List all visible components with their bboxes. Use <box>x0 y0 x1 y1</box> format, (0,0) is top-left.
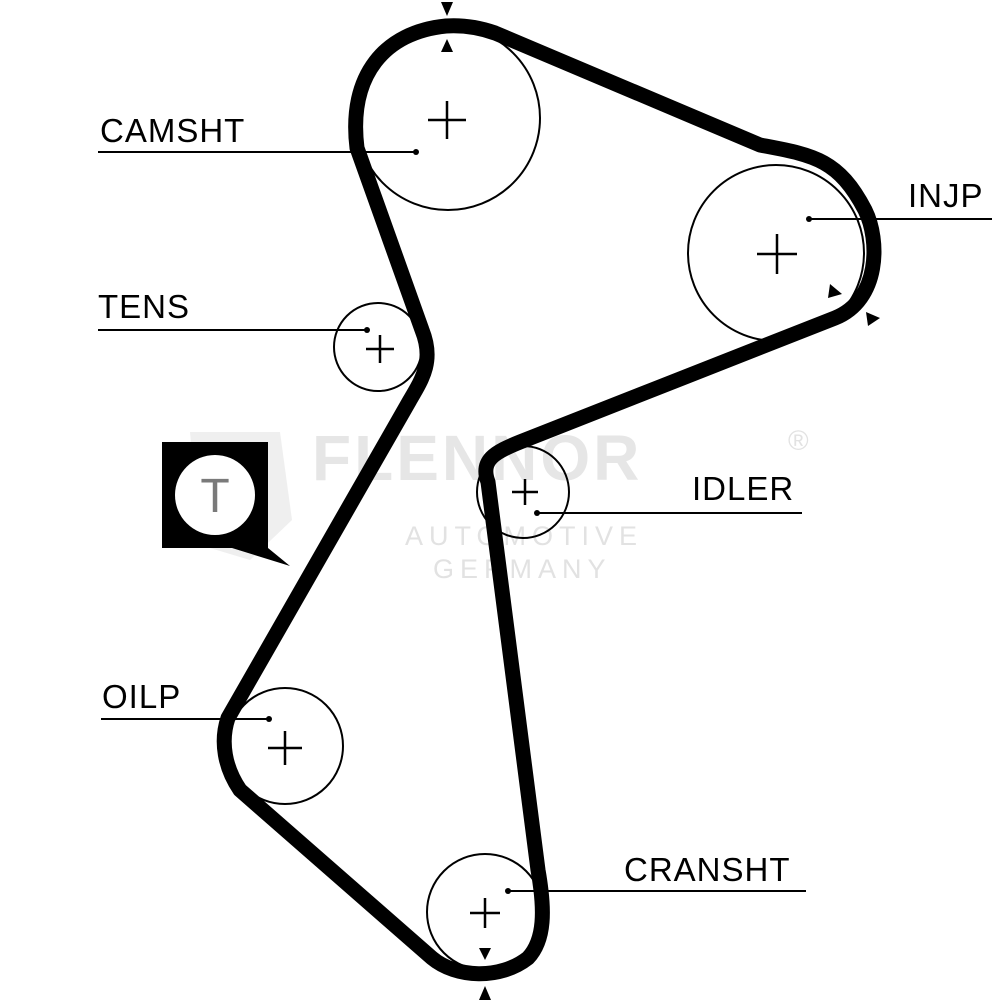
leader-dots <box>266 149 812 894</box>
injection-pump-mark-outer <box>866 312 880 326</box>
watermark-line1: AUTOMOTIVE <box>405 521 643 551</box>
watermark-registered: ® <box>788 425 809 456</box>
label-crankshaft: CRANSHT <box>624 851 791 888</box>
tensioner-symbol-letter: T <box>200 470 229 523</box>
watermark-line2: GERMANY <box>433 554 612 584</box>
tensioner-symbol-icon: T <box>162 442 290 566</box>
tensioner-pulley <box>333 302 423 392</box>
camshaft-mark-lower <box>441 39 453 52</box>
label-oil-pump: OILP <box>102 678 181 715</box>
injection-pump-mark-inner <box>828 284 842 298</box>
label-idler: IDLER <box>692 470 794 507</box>
pulley-centres <box>268 101 797 928</box>
label-camshaft: CAMSHT <box>100 112 245 149</box>
label-tensioner: TENS <box>98 288 190 325</box>
camshaft-mark-upper <box>441 2 453 16</box>
crankshaft-mark-upper <box>479 948 491 960</box>
leader-lines <box>98 151 992 892</box>
timing-marks <box>441 2 880 1000</box>
crankshaft-mark-lower <box>479 986 491 1000</box>
timing-belt <box>216 18 882 982</box>
label-injection-pump: INJP <box>908 177 984 214</box>
